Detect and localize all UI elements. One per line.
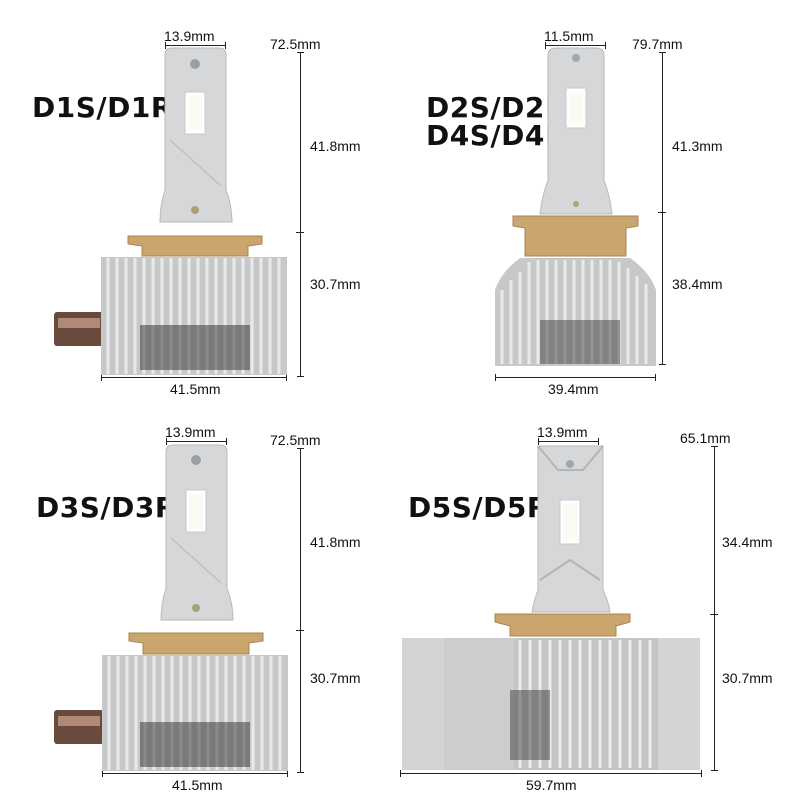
lower-height-dimension: 30.7mm: [722, 670, 773, 686]
height-divider-tick: [710, 614, 718, 615]
d3-bulb-illustration: [54, 444, 288, 771]
height-dimension-line: [659, 52, 666, 365]
total-height-dimension: 72.5mm: [270, 432, 321, 448]
top-width-dimension: 13.9mm: [537, 424, 588, 440]
top-width-dimension-line: [165, 42, 226, 49]
total-height-dimension: 79.7mm: [632, 36, 683, 52]
top-width-dimension: 13.9mm: [165, 424, 216, 440]
base-width-dimension: 41.5mm: [172, 777, 223, 793]
bulb-type-label: D5S/D5R: [408, 491, 549, 524]
top-width-dimension: 13.9mm: [164, 28, 215, 44]
upper-height-dimension: 41.8mm: [310, 138, 361, 154]
base-width-dimension-line: [102, 770, 288, 777]
base-width-dimension: 59.7mm: [526, 777, 577, 793]
total-height-dimension: 72.5mm: [270, 36, 321, 52]
upper-height-dimension: 34.4mm: [722, 534, 773, 550]
base-width-dimension: 41.5mm: [170, 381, 221, 397]
lower-height-dimension: 30.7mm: [310, 670, 361, 686]
lower-height-dimension: 38.4mm: [672, 276, 723, 292]
bulb-type-label-secondary: D4S/D4R: [426, 119, 567, 152]
bulb-type-label: D3S/D3R: [36, 491, 177, 524]
d1-bulb-illustration: [54, 47, 287, 375]
top-width-dimension-line: [545, 42, 606, 49]
total-height-dimension: 65.1mm: [680, 430, 731, 446]
lower-height-dimension: 30.7mm: [310, 276, 361, 292]
d5-bulb-illustration: [402, 445, 700, 770]
height-divider-tick: [658, 212, 666, 213]
height-divider-tick: [296, 630, 304, 631]
bulb-type-label: D2S/D2R: [426, 91, 567, 124]
panel-d1s-d1r: D1S/D1R 13.9mm 72.5mm 41.8mm 30.7mm 41.5…: [0, 0, 400, 400]
upper-height-dimension: 41.8mm: [310, 534, 361, 550]
base-width-dimension-line: [400, 770, 702, 777]
top-width-dimension-line: [538, 438, 599, 445]
upper-height-dimension: 41.3mm: [672, 138, 723, 154]
height-dimension-line: [711, 446, 718, 771]
height-divider-tick: [296, 232, 304, 233]
height-dimension-line: [297, 52, 304, 377]
d2-bulb-illustration: [495, 47, 656, 366]
top-width-dimension-line: [166, 438, 227, 445]
bulb-type-label: D1S/D1R: [32, 91, 173, 124]
height-dimension-line: [297, 448, 304, 773]
panel-d3s-d3r: D3S/D3R 13.9mm 72.5mm 41.8mm 30.7mm 41.5…: [0, 400, 400, 800]
panel-d5s-d5r: D5S/D5R 13.9mm 65.1mm 34.4mm 30.7mm 59.7…: [400, 400, 800, 800]
base-width-dimension: 39.4mm: [548, 381, 599, 397]
base-width-dimension-line: [495, 374, 656, 381]
panel-d2s-d4s: D2S/D2R D4S/D4R 11.5mm 79.7mm 41.3mm 38.…: [400, 0, 800, 400]
top-width-dimension: 11.5mm: [544, 28, 594, 44]
base-width-dimension-line: [101, 374, 287, 381]
